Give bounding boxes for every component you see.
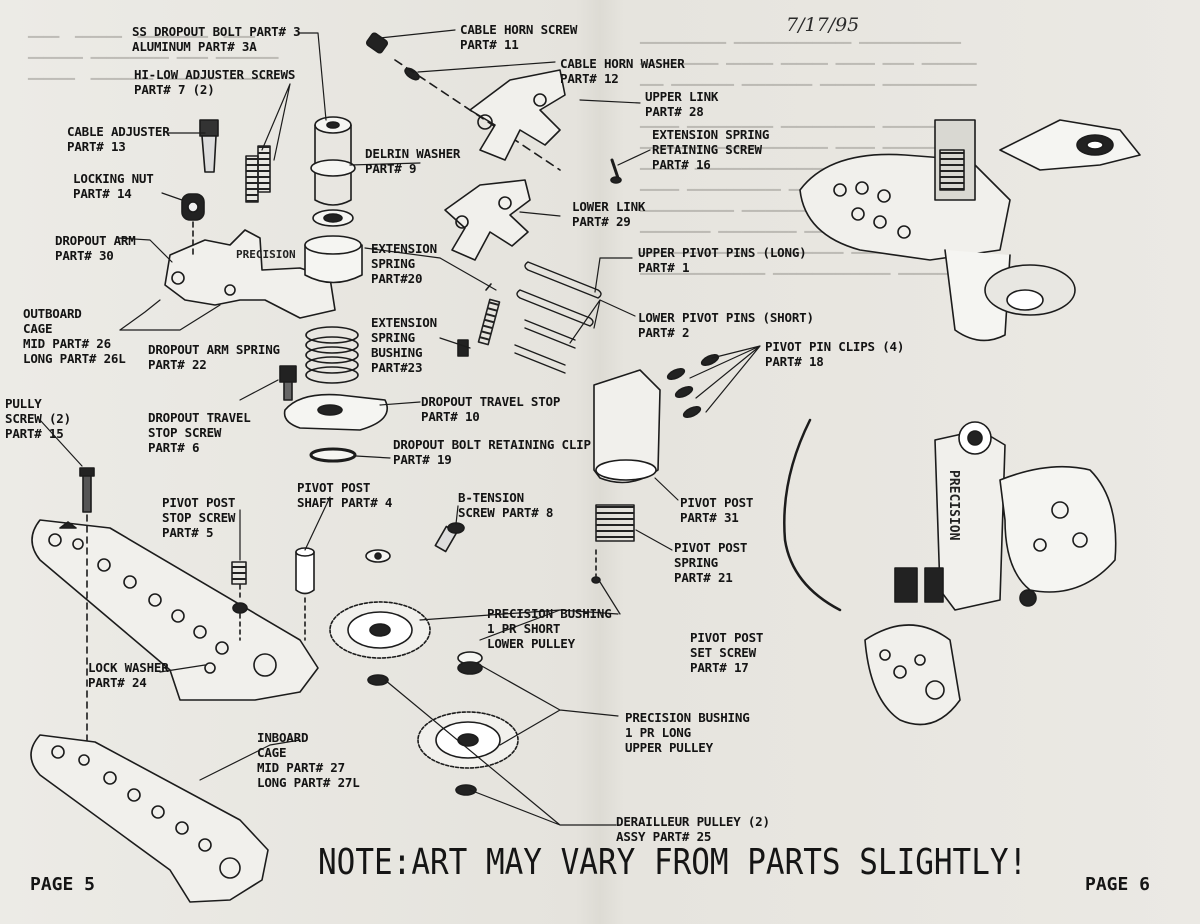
travel-stop-screw-part	[279, 365, 297, 401]
outboard-cage-part	[31, 519, 319, 701]
bleed-through-text-left: ▔▔▔▔ ▔▔▔▔▔▔ ▔▔▔▔▔▔▔▔▔ ▔▔▔▔ ▔▔▔▔▔▔▔ ▔▔▔▔▔…	[28, 37, 279, 94]
pivot-post-shaft-part	[295, 547, 315, 641]
leader-lines	[39, 29, 761, 826]
lower-link-part	[444, 179, 531, 261]
callout-pivot-pin-clips: PIVOT PIN CLIPS (4)PART# 18	[765, 339, 905, 369]
callout-derailleur-pulley: DERAILLEUR PULLEY (2)ASSY PART# 25	[616, 814, 770, 844]
assembled-derailleur-top	[799, 119, 1141, 342]
pivot-post-part	[591, 369, 661, 584]
pivot-pins-part	[514, 261, 602, 374]
callout-lower-pivot-pins: LOWER PIVOT PINS (SHORT)PART# 2	[638, 310, 814, 340]
hi-low-adjuster-part	[245, 145, 271, 203]
extension-spring-part	[457, 283, 501, 357]
art-disclaimer-note: NOTE:ART MAY VARY FROM PARTS SLIGHTLY!	[318, 842, 1028, 884]
pivot-pin-clips-part	[666, 353, 720, 419]
page-number-right: PAGE 6	[1085, 874, 1151, 895]
callout-upper-pivot-pins: UPPER PIVOT PINS (LONG)PART# 1	[638, 245, 807, 275]
arm-brand-text: PRECISION	[236, 248, 296, 261]
inboard-cage-part	[30, 734, 269, 903]
lower-pulley-part	[329, 549, 431, 686]
upper-pulley-part	[417, 651, 519, 796]
upper-link-part	[469, 69, 566, 161]
pivot-stop-screw-part	[231, 561, 248, 641]
assembled-derailleur-bottom: PRECISION	[783, 418, 1117, 726]
pully-screw-part	[79, 467, 95, 741]
cage-brand-text: PRECISION	[946, 470, 961, 541]
retaining-screw-part	[610, 158, 622, 184]
cable-adjuster-part	[181, 119, 219, 257]
b-tension-screw-part	[434, 522, 465, 553]
dropout-arm-part: PRECISION	[164, 229, 336, 319]
page-number-left: PAGE 5	[30, 874, 96, 895]
dropout-bolt-part	[283, 116, 388, 463]
handwritten-date: 7/17/95	[786, 14, 860, 36]
